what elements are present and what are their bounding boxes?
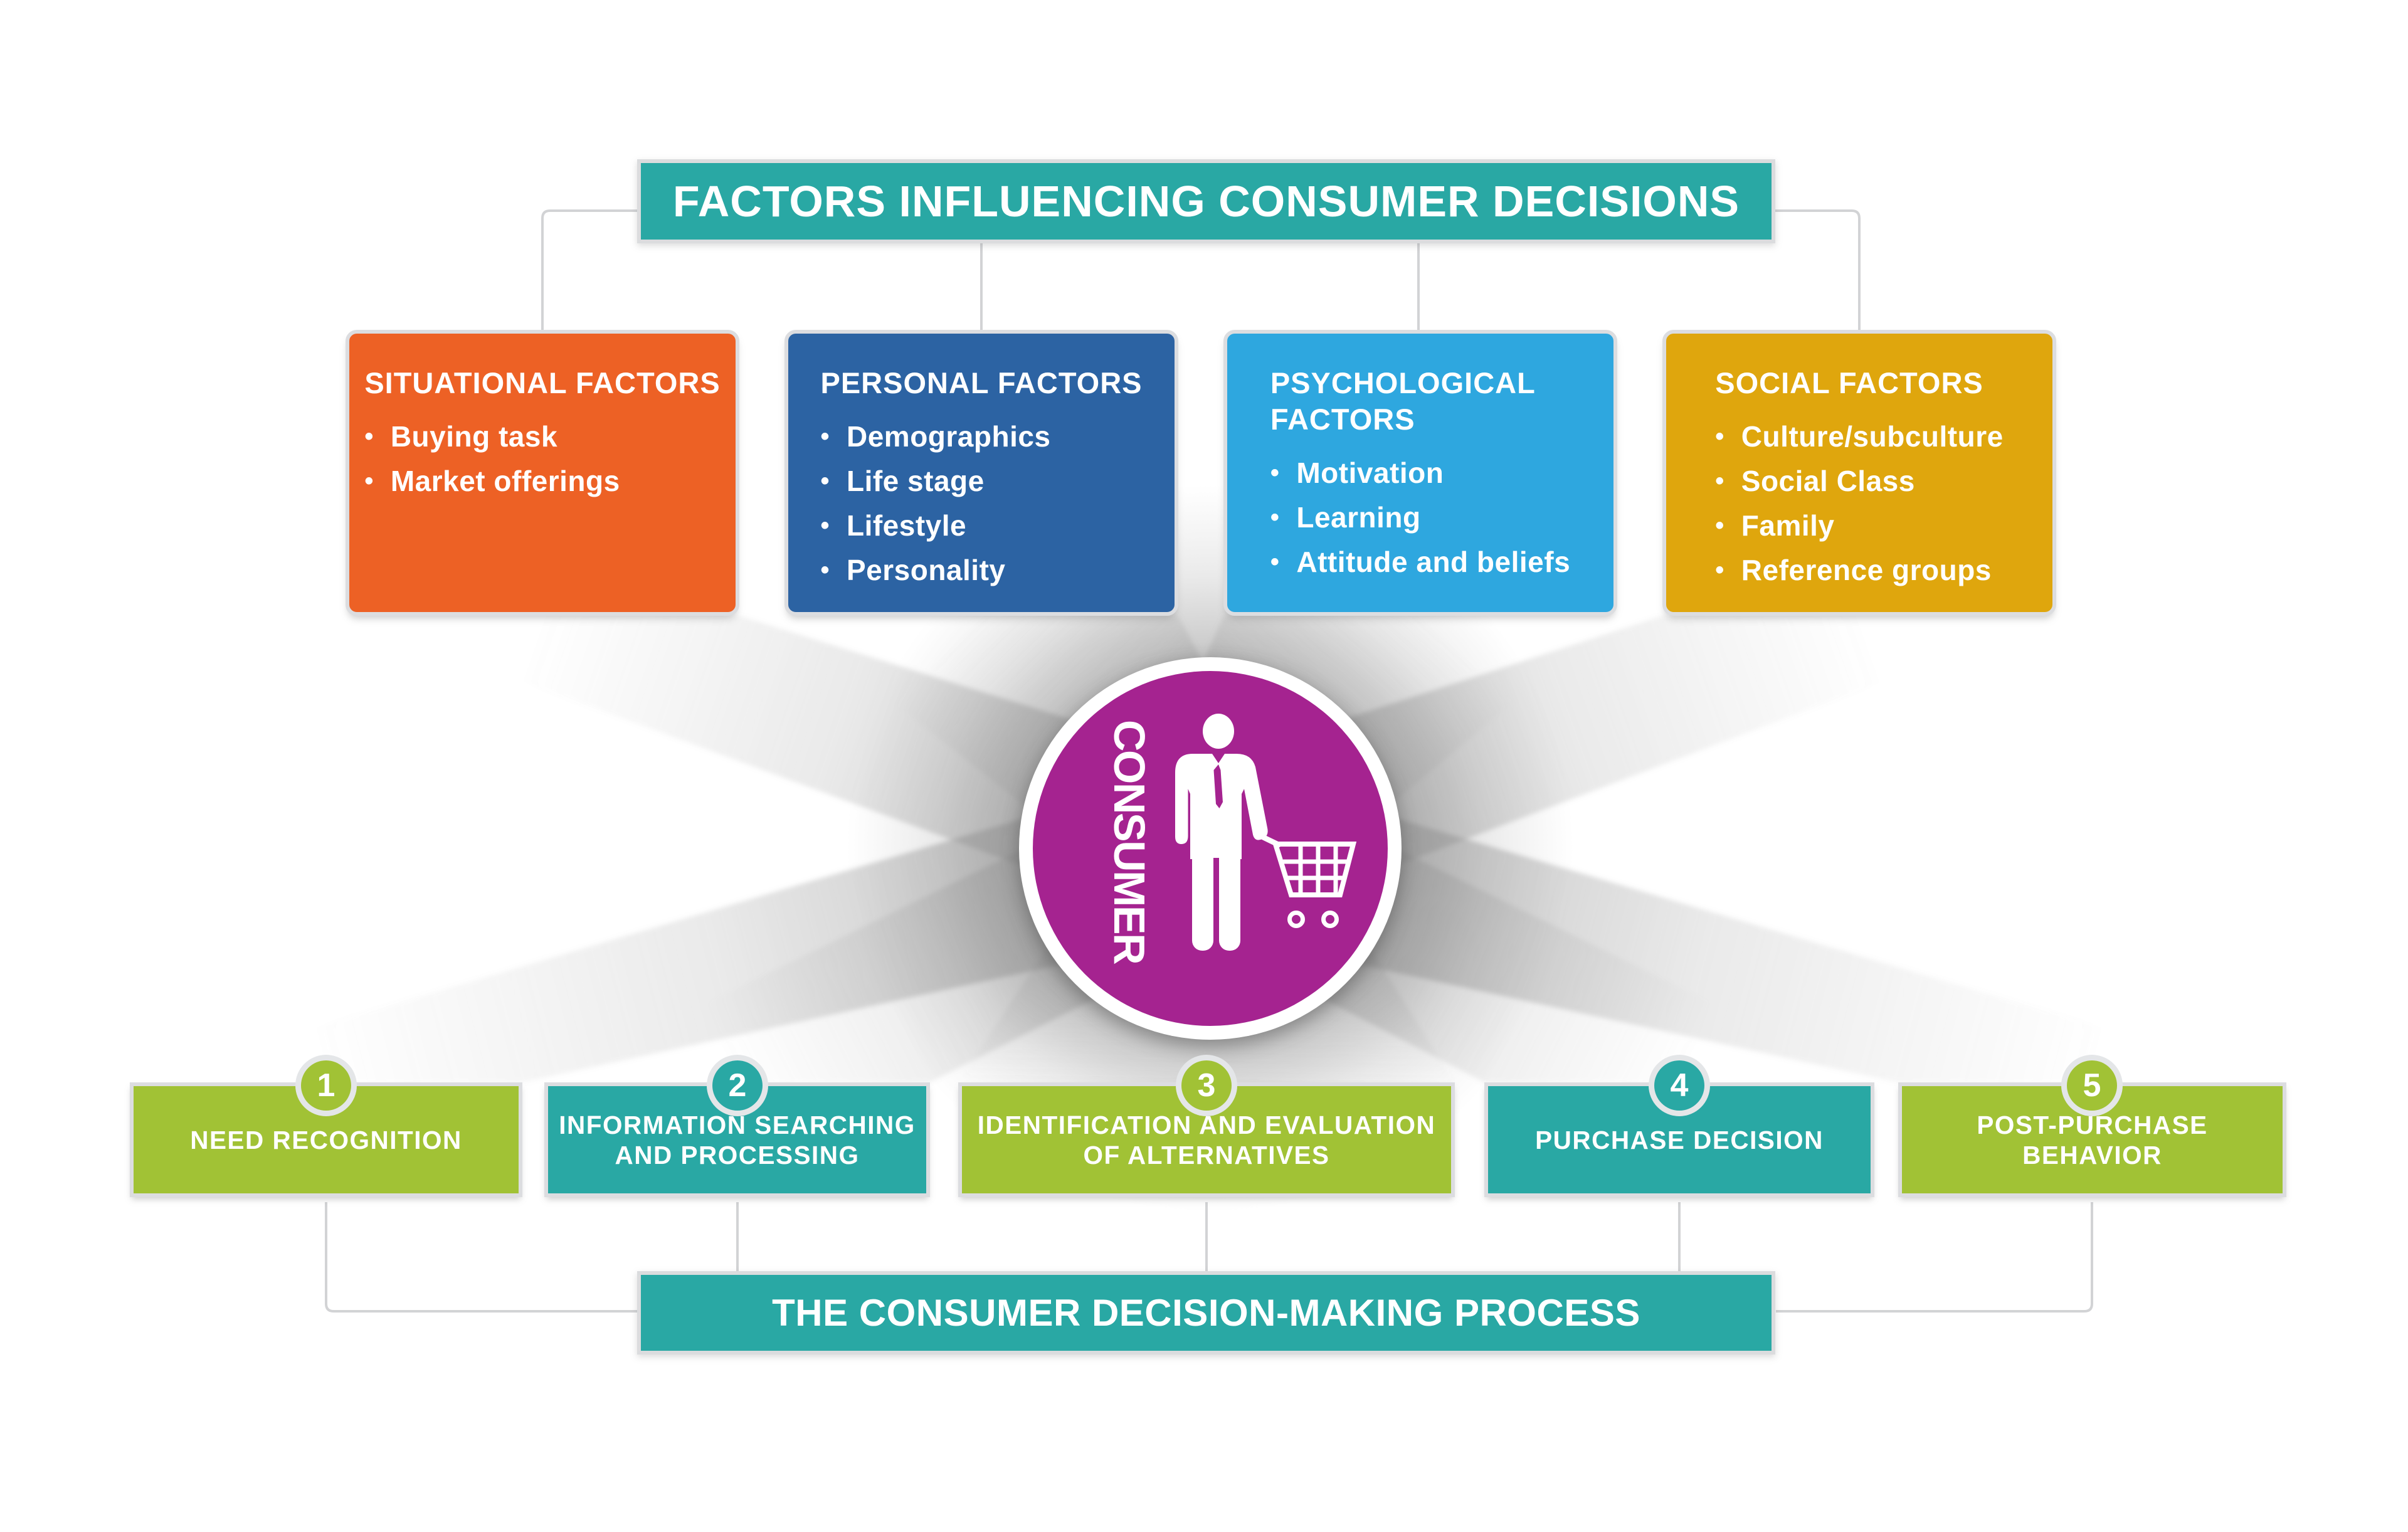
svg-text:CONSUMER: CONSUMER: [1105, 720, 1154, 964]
